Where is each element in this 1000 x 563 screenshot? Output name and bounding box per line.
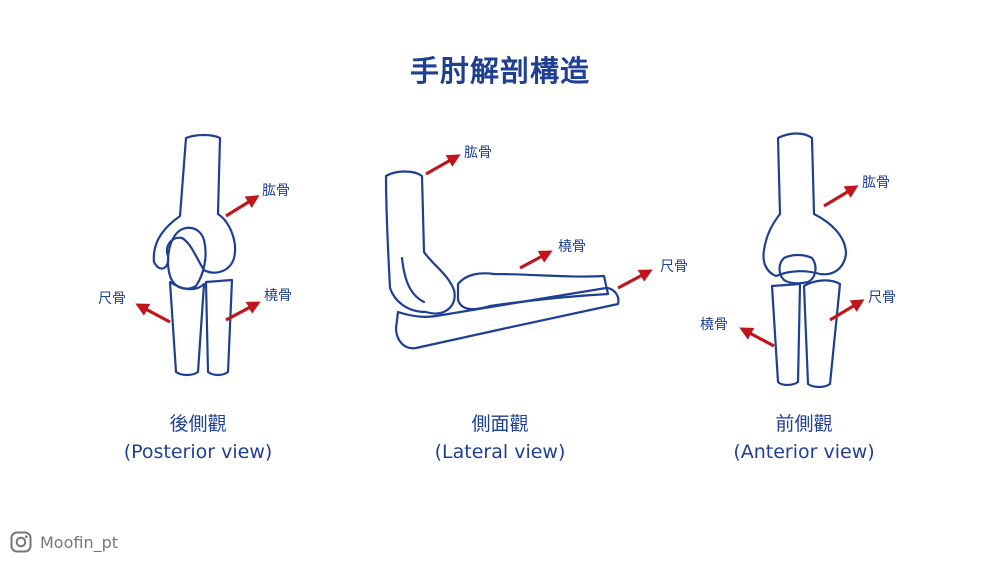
watermark: Moofin_pt bbox=[10, 530, 118, 554]
lateral-view-name-en: (Lateral view) bbox=[434, 441, 566, 463]
posterior-ulna-arrow bbox=[135, 303, 171, 324]
posterior-radius bbox=[204, 278, 234, 377]
anterior-humerus-label: 肱骨 bbox=[862, 175, 890, 191]
anterior-radius-label: 橈骨 bbox=[700, 317, 728, 333]
lateral-radius-arrow bbox=[519, 250, 553, 270]
posterior-humerus-label: 肱骨 bbox=[262, 183, 290, 199]
posterior-humerus bbox=[152, 133, 237, 274]
anterior-radius bbox=[770, 282, 802, 387]
lateral-ulna-label: 尺骨 bbox=[660, 259, 688, 275]
instagram-icon bbox=[10, 531, 32, 553]
anterior-radius-arrow bbox=[739, 327, 775, 348]
page-title: 手肘解剖構造 bbox=[409, 54, 590, 88]
anterior-view-caption: 前側觀 (Anterior view) bbox=[694, 410, 914, 466]
lateral-radius-label: 橈骨 bbox=[558, 239, 586, 255]
posterior-olecranon bbox=[166, 226, 207, 290]
lateral-ulna-arrow bbox=[617, 269, 653, 290]
lateral-olecranon-detail bbox=[400, 256, 426, 304]
lateral-humerus-label: 肱骨 bbox=[464, 145, 492, 161]
anterior-trochlea bbox=[778, 253, 817, 285]
lateral-humerus-arrow bbox=[425, 154, 461, 176]
lateral-humerus bbox=[384, 170, 456, 315]
watermark-handle: Moofin_pt bbox=[40, 532, 119, 552]
lateral-ulna bbox=[394, 286, 620, 350]
posterior-view-name-zh: 後側觀 bbox=[169, 413, 227, 435]
lateral-view-caption: 側面觀 (Lateral view) bbox=[390, 410, 610, 466]
posterior-radius-label: 橈骨 bbox=[264, 288, 292, 304]
posterior-ulna bbox=[168, 280, 206, 377]
lateral-view-drawing bbox=[384, 154, 653, 350]
anterior-view-drawing bbox=[739, 132, 865, 389]
posterior-humerus-arrow bbox=[225, 195, 260, 218]
anterior-ulna-label: 尺骨 bbox=[868, 290, 896, 306]
posterior-radius-arrow bbox=[225, 301, 261, 322]
anterior-ulna-arrow bbox=[829, 299, 865, 322]
anterior-view-name-en: (Anterior view) bbox=[733, 441, 875, 463]
anterior-ulna bbox=[802, 279, 842, 389]
posterior-view-caption: 後側觀 (Posterior view) bbox=[88, 410, 308, 466]
posterior-view-name-en: (Posterior view) bbox=[123, 441, 273, 463]
posterior-ulna-label: 尺骨 bbox=[98, 291, 126, 307]
lateral-view-name-zh: 側面觀 bbox=[471, 413, 529, 435]
anterior-humerus bbox=[762, 132, 848, 278]
anterior-view-name-zh: 前側觀 bbox=[775, 413, 833, 435]
posterior-view-drawing bbox=[135, 133, 261, 377]
anterior-humerus-arrow bbox=[823, 185, 859, 208]
